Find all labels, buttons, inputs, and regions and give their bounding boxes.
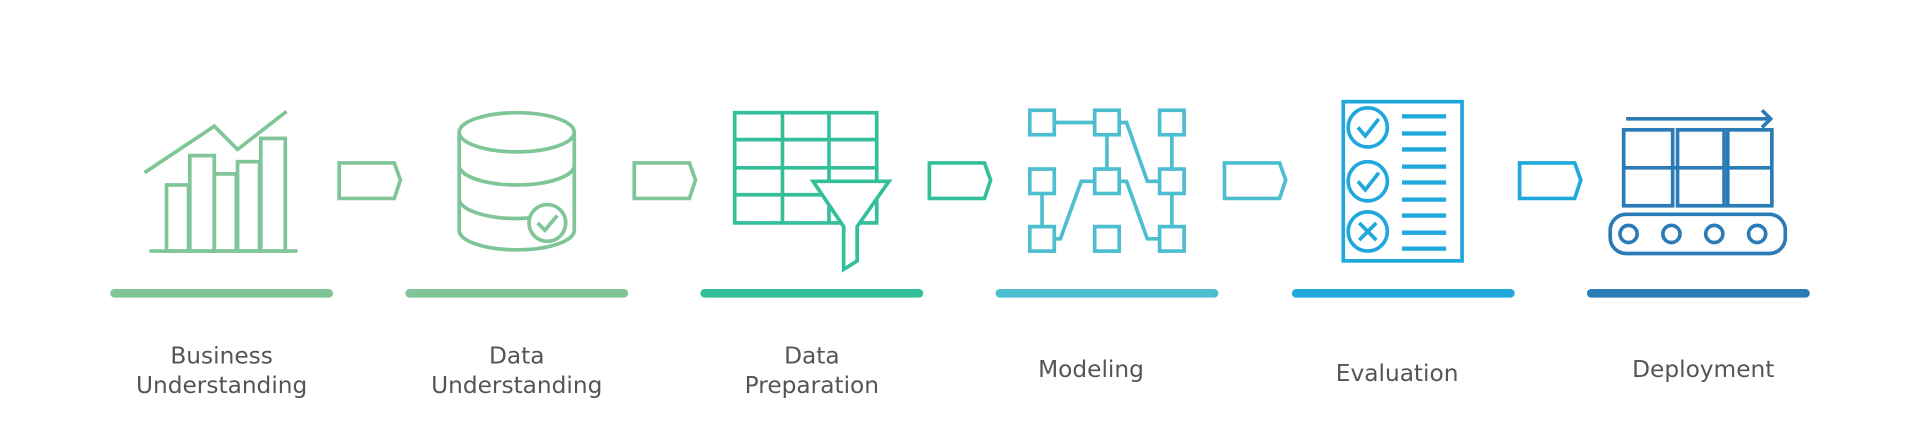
- arrow-4: [1222, 161, 1288, 201]
- stage-label-deployment: Deployment: [1632, 356, 1774, 383]
- stage-label-modeling: Modeling: [1038, 356, 1144, 383]
- stage-label-data-understanding-1: Data: [489, 343, 545, 370]
- stage-label-evaluation: Evaluation: [1336, 360, 1459, 387]
- arrow-2: [632, 161, 698, 201]
- stage-label-data-understanding-2: Understanding: [431, 372, 602, 399]
- stage-label-business-1: Business: [170, 343, 273, 370]
- network-nodes-icon: [1027, 108, 1186, 253]
- stage-bar-5: [1291, 289, 1515, 298]
- table-filter-icon: [732, 110, 893, 273]
- stage-label-business-2: Understanding: [136, 372, 307, 399]
- database-check-icon: [457, 110, 577, 252]
- stage-bar-4: [995, 289, 1219, 298]
- stage-bar-3: [700, 289, 924, 298]
- conveyor-icon: [1608, 108, 1788, 256]
- stage-bar-6: [1586, 289, 1810, 298]
- stage-label-data-preparation-1: Data: [784, 343, 840, 370]
- stage-bar-2: [405, 289, 629, 298]
- arrow-5: [1517, 161, 1583, 201]
- stage-bar-1: [110, 289, 334, 298]
- checklist-icon: [1341, 99, 1464, 263]
- bar-chart-icon: [143, 110, 298, 253]
- arrow-1: [337, 161, 403, 201]
- stage-label-data-preparation-2: Preparation: [745, 372, 879, 399]
- arrow-3: [927, 161, 993, 201]
